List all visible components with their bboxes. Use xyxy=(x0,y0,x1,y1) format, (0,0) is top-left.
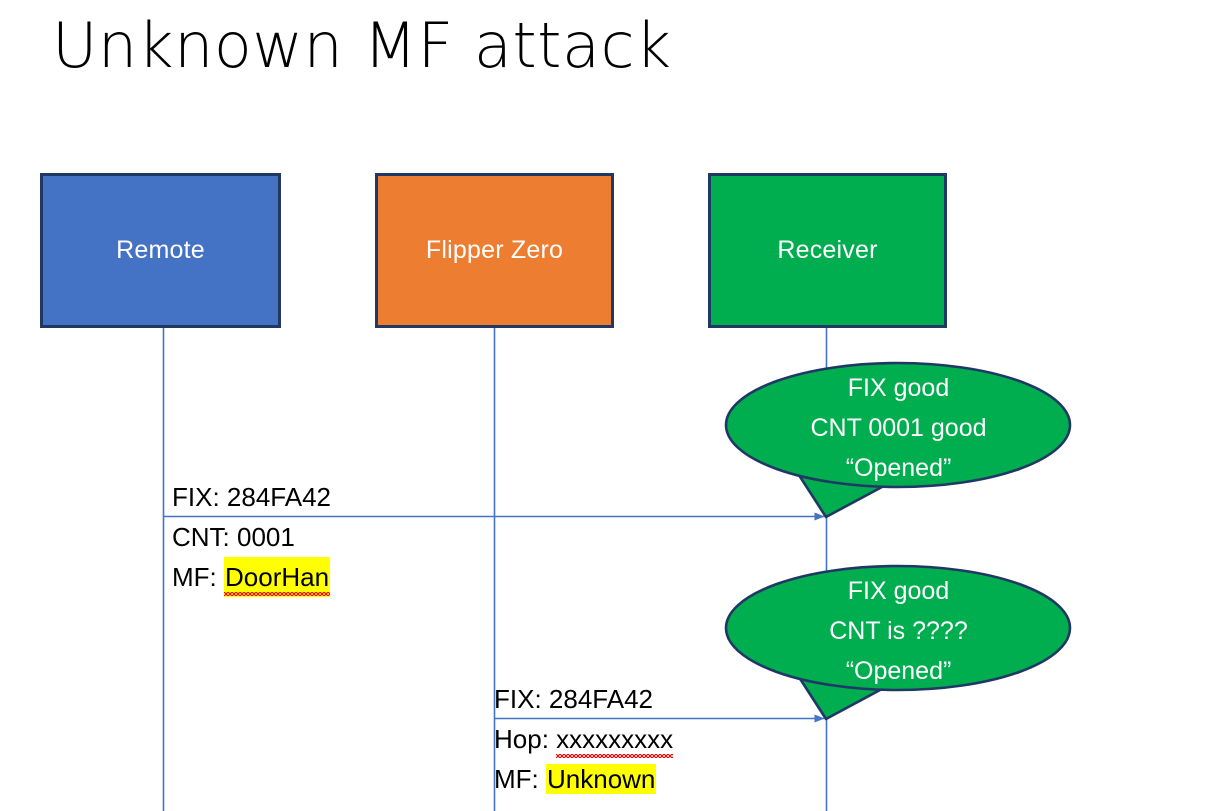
message-label-remote-to-receiver: FIX: 284FA42 CNT: 0001 MF: DoorHan xyxy=(172,477,331,597)
callout-second-signal-line-1: FIX good xyxy=(847,577,950,605)
participant-box-flipper-zero[interactable]: Flipper Zero xyxy=(375,173,614,328)
message-2-mf-value: Unknown xyxy=(546,764,657,794)
callout-second-signal-oval xyxy=(724,564,1072,692)
callout-second-signal-line-2: CNT is ???? xyxy=(829,617,968,645)
callout-second-signal-line-3: “Opened” xyxy=(845,657,952,685)
callout-first-signal-line-1: FIX good xyxy=(847,374,950,402)
participant-box-remote[interactable]: Remote xyxy=(40,173,281,328)
message-2-mf-line: MF: Unknown xyxy=(494,759,673,799)
message-2-hop-line: Hop: xxxxxxxxx xyxy=(494,719,674,759)
participant-box-receiver[interactable]: Receiver xyxy=(708,173,947,328)
participant-label-receiver: Receiver xyxy=(777,236,878,264)
message-2-hop-prefix: Hop: xyxy=(494,724,557,754)
message-2-hop-value: xxxxxxxxx xyxy=(556,719,674,759)
message-1-fix-line: FIX: 284FA42 xyxy=(172,482,331,512)
participant-label-remote: Remote xyxy=(116,236,205,264)
message-label-flipper-to-receiver: FIX: 284FA42 Hop: xxxxxxxxx MF: Unknown xyxy=(494,679,674,799)
message-1-mf-prefix: MF: xyxy=(172,562,224,592)
message-2-fix-line: FIX: 284FA42 xyxy=(494,684,653,714)
message-1-cnt-line: CNT: 0001 xyxy=(172,522,295,552)
callout-first-signal-line-3: “Opened” xyxy=(845,454,952,482)
participant-label-flipper-zero: Flipper Zero xyxy=(425,236,564,264)
callout-second-signal-text: FIX good CNT is ???? “Opened” xyxy=(726,571,1071,691)
callout-first-signal-line-2: CNT 0001 good xyxy=(810,414,987,442)
message-1-mf-line: MF: DoorHan xyxy=(172,557,331,597)
page-title: Unknown MF attack xyxy=(52,9,672,82)
callout-first-signal-oval xyxy=(724,361,1072,489)
callout-first-signal-text: FIX good CNT 0001 good “Opened” xyxy=(726,368,1071,488)
message-2-mf-prefix: MF: xyxy=(494,764,546,794)
message-1-mf-value: DoorHan xyxy=(224,557,331,597)
